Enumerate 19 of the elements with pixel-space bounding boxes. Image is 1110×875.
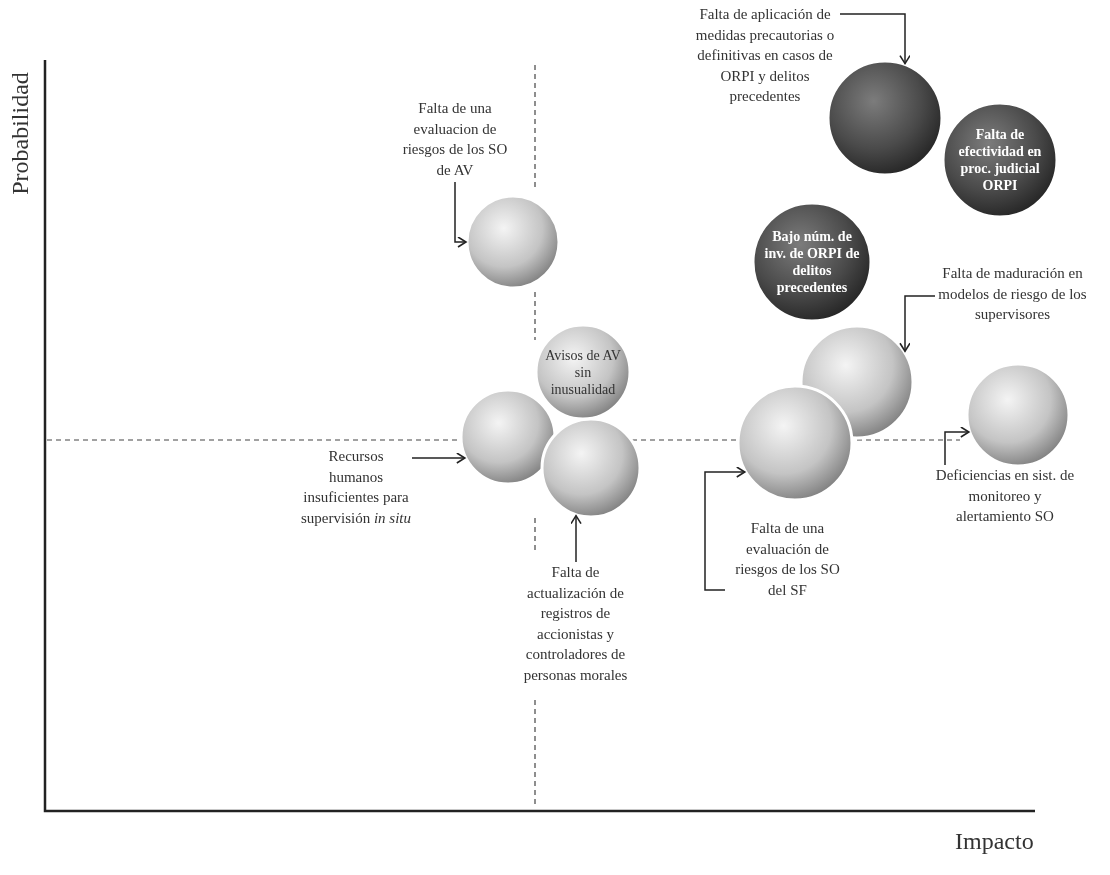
arrow [570, 514, 582, 563]
bubble-label: Avisos de AV sin inusualidad [544, 346, 622, 398]
arrow [704, 466, 746, 591]
risk-label: Recursos humanos insuficientes para supervisión in situ [300, 446, 412, 528]
bubble-label: Bajo núm. de inv. de ORPI de delitos precedentes [764, 228, 860, 296]
axis-title: Impacto [955, 828, 1034, 855]
risk-label: Falta de maduración en modelos de riesgo de los supervisores [935, 263, 1090, 325]
risk-label: Deficiencias en sist. de monitoreo y alertamiento SO [935, 465, 1075, 527]
risk-label: Falta de una evaluación de riesgos de los SO del SF [725, 518, 850, 600]
arrow [411, 452, 466, 464]
arrow [839, 13, 911, 65]
arrow [944, 426, 970, 466]
risk-label: Falta de actualización de registros de accionistas y controladores de personas morales [513, 562, 638, 685]
risk-label: Falta de una evaluacion de riesgos de los SO de AV [400, 98, 510, 180]
axis-title: Probabilidad [6, 71, 34, 197]
risk-label: Falta de aplicación de medidas precautorias o definitivas en casos de ORPI y delitos precedentes [690, 4, 840, 107]
arrow [454, 181, 467, 248]
arrow [899, 295, 936, 353]
bubble-label: Falta de efectividad en proc. judicial ORPI [957, 126, 1043, 194]
